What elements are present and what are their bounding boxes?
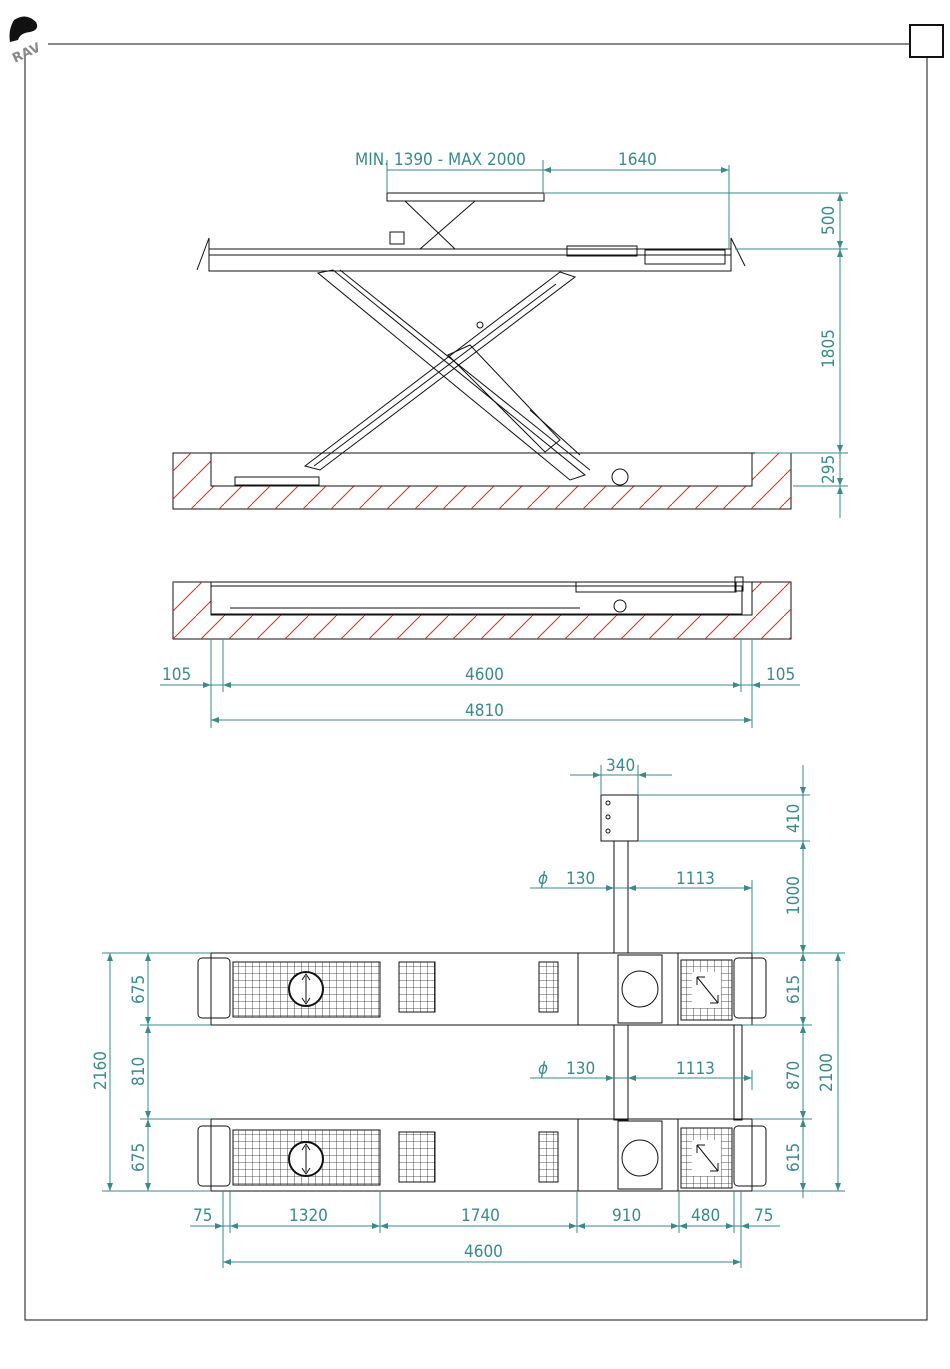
overhang-label: 1640 xyxy=(618,150,657,170)
segment-d-label: 910 xyxy=(612,1206,641,1226)
pipe-offset-bottom-label: 1113 xyxy=(676,1059,715,1079)
right-margin-label: 105 xyxy=(766,665,795,685)
platform-range-label: MIN. 1390 - MAX 2000 xyxy=(355,150,526,170)
lowered-dimensions: 105 4600 105 4810 xyxy=(160,640,800,728)
left-margin-label: 105 xyxy=(162,665,191,685)
pipe-offset-top-label: 1113 xyxy=(676,869,715,889)
plate-gap-label: 870 xyxy=(784,1061,804,1090)
segment-c-label: 1740 xyxy=(461,1206,500,1226)
track-width-label: 2100 xyxy=(817,1053,837,1092)
pipe-diameter-bottom-label: 130 xyxy=(566,1059,595,1079)
lift-height-label: 1805 xyxy=(819,329,839,368)
diameter-symbol-bottom: ϕ xyxy=(538,1059,548,1079)
pipe-diameter-top-label: 130 xyxy=(566,869,595,889)
plate-width-bottom-label: 615 xyxy=(784,1143,804,1172)
runway-gap-label: 810 xyxy=(129,1057,149,1086)
lowered-view xyxy=(173,577,791,639)
length-label: 4600 xyxy=(465,665,504,685)
corner-box xyxy=(910,25,943,57)
logo: RAV xyxy=(10,16,44,66)
runway-length-label: 4600 xyxy=(464,1242,503,1262)
segment-e-label: 480 xyxy=(691,1206,720,1226)
console-depth-label: 410 xyxy=(784,804,804,833)
diameter-symbol-top: ϕ xyxy=(538,869,548,889)
plate-width-top-label: 615 xyxy=(784,975,804,1004)
segment-a-label: 75 xyxy=(193,1206,212,1226)
console-offset-label: 1000 xyxy=(784,876,804,915)
runway-width-top-label: 675 xyxy=(129,975,149,1004)
base-height-label: 295 xyxy=(819,455,839,484)
console-width-label: 340 xyxy=(606,756,635,776)
upper-lift-label: 500 xyxy=(819,206,839,235)
runway-width-bottom-label: 675 xyxy=(129,1143,149,1172)
segment-f-label: 75 xyxy=(754,1206,773,1226)
side-view xyxy=(173,193,791,509)
plan-view xyxy=(198,795,766,1191)
total-length-label: 4810 xyxy=(465,701,504,721)
overall-width-label: 2160 xyxy=(91,1051,111,1090)
logo-text: RAV xyxy=(10,41,43,67)
segment-b-label: 1320 xyxy=(289,1206,328,1226)
